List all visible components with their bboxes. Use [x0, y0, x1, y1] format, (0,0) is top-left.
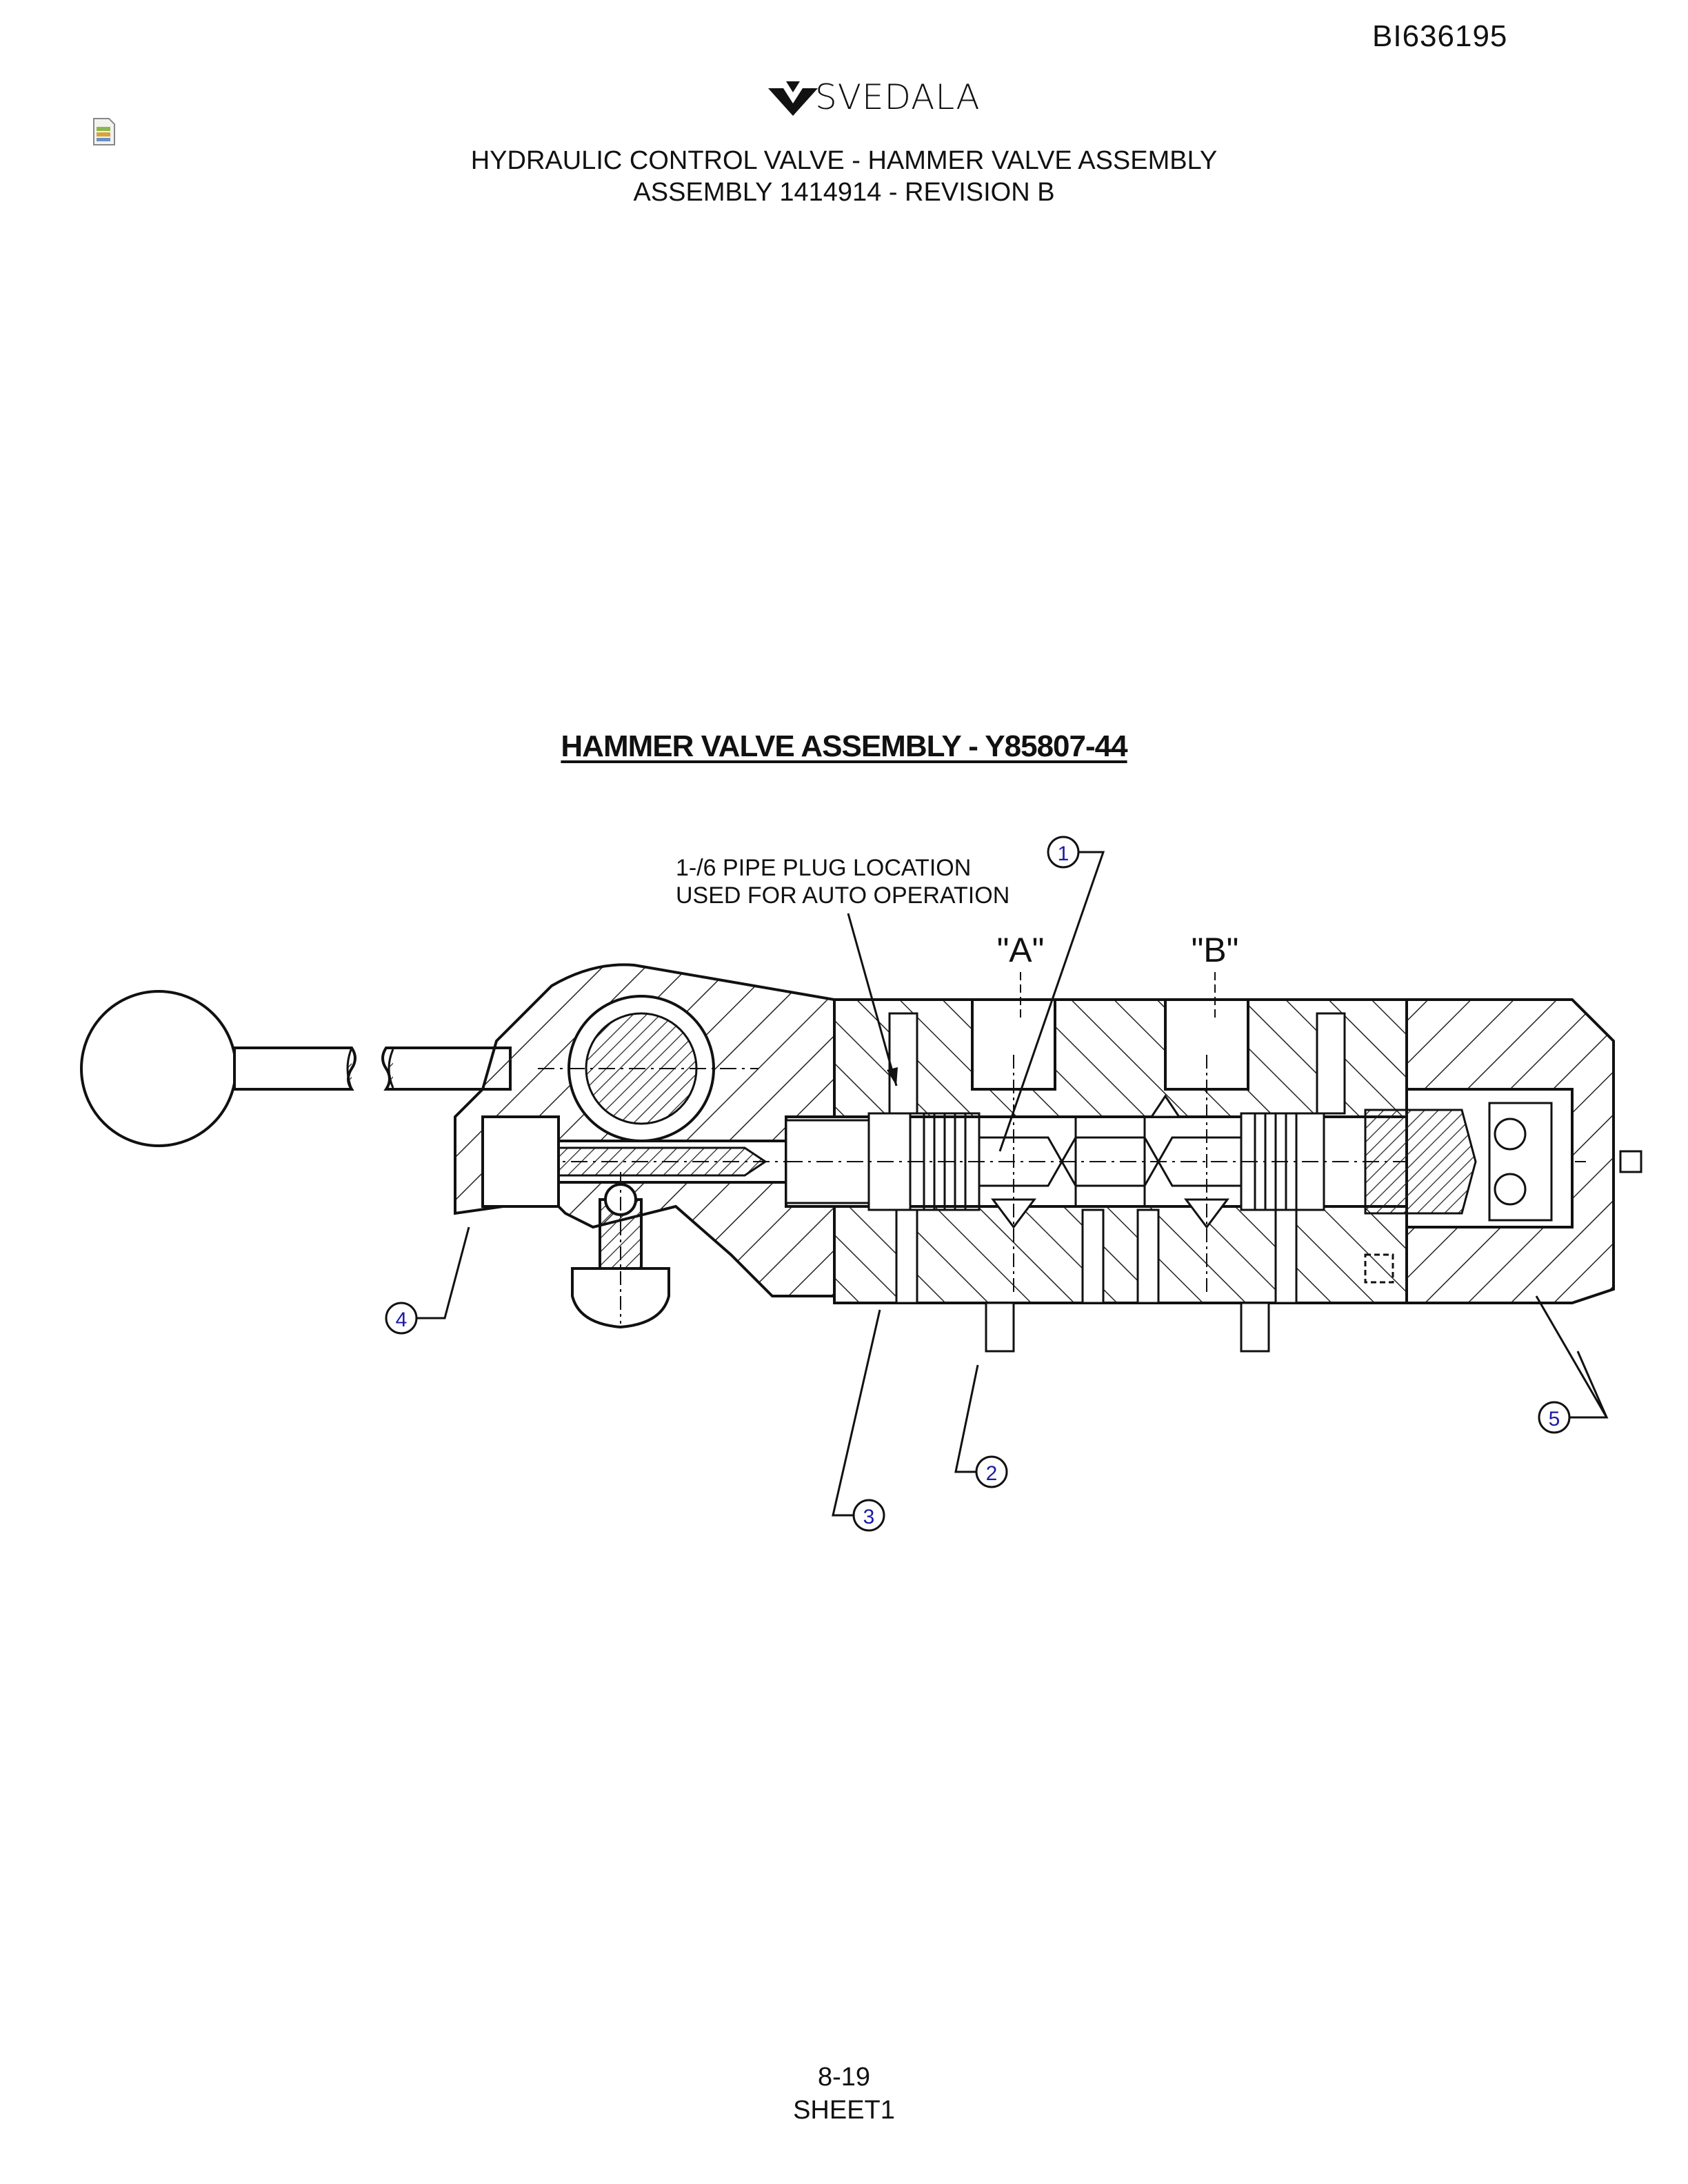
document-id: BI636195	[1372, 19, 1508, 53]
callout-3: 3	[832, 1309, 885, 1532]
svedala-logo-icon	[768, 81, 818, 116]
diagram-heading: HAMMER VALVE ASSEMBLY - Y85807-44	[0, 729, 1688, 764]
port-a-label: "A"	[997, 931, 1045, 969]
svedala-logo: SVEDALA	[765, 74, 986, 123]
callout-3-number: 3	[863, 1506, 875, 1528]
detent-plug	[571, 1172, 670, 1329]
pipe-plug-note-line-2: USED FOR AUTO OPERATION	[676, 882, 1009, 909]
callout-1-number: 1	[1058, 842, 1069, 865]
title-line-1: HYDRAULIC CONTROL VALVE - HAMMER VALVE A…	[470, 146, 1218, 175]
handle-knob	[80, 990, 512, 1147]
callout-4: 4	[385, 1226, 470, 1335]
valve-body	[785, 998, 1586, 1353]
gear-housing	[454, 963, 836, 1297]
pipe-plug-note-line-1: 1-/6 PIPE PLUG LOCATION	[676, 855, 971, 881]
document-icon[interactable]	[91, 117, 117, 146]
callout-4-number: 4	[396, 1308, 408, 1331]
callout-2-number: 2	[986, 1462, 998, 1485]
callout-5-number: 5	[1549, 1408, 1560, 1430]
port-b-label: "B"	[1192, 931, 1239, 969]
title-line-2: ASSEMBLY 1414914 - REVISION B	[633, 178, 1055, 207]
logo-text: SVEDALA	[815, 77, 981, 117]
diagram-heading-text: HAMMER VALVE ASSEMBLY - Y85807-44	[561, 729, 1127, 763]
callout-2: 2	[954, 1364, 1008, 1488]
end-cap	[1364, 998, 1642, 1304]
callout-5: 5	[1535, 1295, 1609, 1434]
callout-1: 1	[998, 836, 1105, 1152]
page-number: 8-19	[817, 2063, 871, 2092]
sheet-label: SHEET1	[793, 2096, 895, 2125]
hammer-valve-drawing: 1-/6 PIPE PLUG LOCATION USED FOR AUTO OP…	[80, 836, 1642, 1532]
